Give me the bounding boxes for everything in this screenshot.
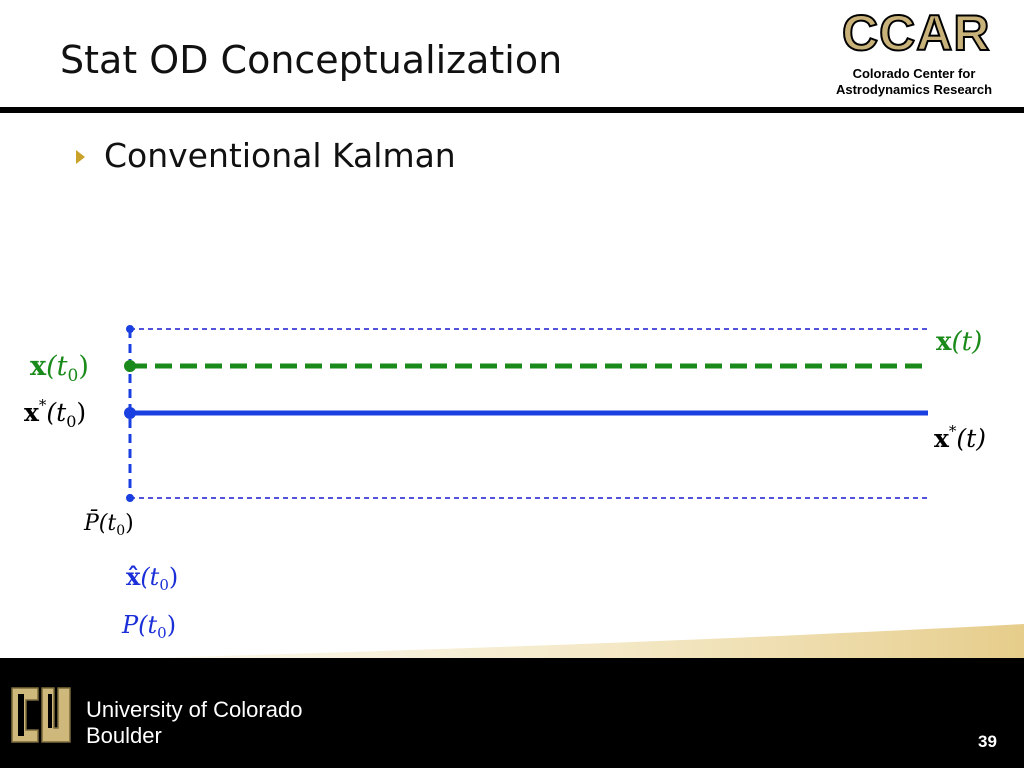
slide-title: Stat OD Conceptualization — [60, 38, 563, 82]
label-xstar-t0-bold: x — [24, 398, 40, 427]
cu-logo-icon — [11, 687, 71, 743]
ccar-subtitle-line1: Colorado Center for — [852, 66, 976, 81]
label-xstar-t0-sup: * — [39, 396, 47, 414]
cu-logo-u-inner — [48, 694, 52, 728]
university-line1: University of Colorado — [86, 697, 303, 722]
ccar-logo-subtitle: Colorado Center for Astrodynamics Resear… — [826, 66, 1002, 98]
label-pbar-t0-main: P̄(t — [83, 509, 116, 536]
ccar-logo: CCAR Colorado Center for Astrodynamics R… — [826, 5, 1006, 104]
label-x-t0: x(t0) — [30, 351, 89, 386]
label-xstar-t-bold: x — [934, 424, 950, 453]
true-state-dot — [124, 360, 136, 372]
label-x-t0-bold: x — [30, 351, 47, 382]
covariance-bottom-dot — [126, 494, 134, 502]
bullet-text: Conventional Kalman — [104, 136, 456, 175]
bullet-arrow-icon — [76, 150, 85, 164]
label-x-t0-close: ) — [78, 351, 89, 382]
label-pbar-t0-close: ) — [125, 511, 134, 536]
label-xstar-t: x*(t) — [934, 422, 986, 453]
label-p-t0-main: P(t — [121, 611, 158, 639]
label-xstar-t-rest: (t) — [956, 424, 986, 453]
cu-logo-u — [41, 687, 71, 743]
label-x-t-bold: x — [936, 327, 952, 357]
label-x-t0-rest: (t — [46, 351, 68, 382]
label-x-t0-sub: 0 — [68, 366, 79, 386]
label-p-t0: P(t0) — [121, 611, 176, 642]
label-xhat-t0-close: ) — [169, 563, 178, 591]
ccar-logo-letters: CCAR — [841, 5, 991, 61]
university-name: University of Colorado Boulder — [86, 697, 302, 749]
cu-logo-c-inner — [18, 694, 24, 736]
label-x-t-rest: (t) — [952, 327, 983, 357]
label-xhat-t0-bold: x̂ — [126, 562, 141, 591]
university-line2: Boulder — [86, 723, 162, 748]
title-divider — [0, 107, 1024, 113]
ccar-subtitle-line2: Astrodynamics Research — [835, 82, 993, 97]
label-xstar-t0: x*(t0) — [24, 396, 86, 431]
label-xstar-t0-sub: 0 — [66, 412, 76, 431]
cu-logo-c — [11, 687, 39, 743]
label-pbar-t0-sub: 0 — [116, 523, 125, 539]
label-x-t: x(t) — [936, 327, 982, 357]
footer-band — [0, 658, 1024, 768]
label-xhat-t0-rest: (t — [140, 563, 159, 591]
label-xstar-t0-rest: (t — [46, 398, 67, 427]
label-xhat-t0-sub: 0 — [159, 576, 169, 594]
label-xstar-t0-close: ) — [76, 398, 86, 427]
label-pbar-t0: P̄(t0) — [83, 509, 134, 539]
label-xhat-t0: x̂(t0) — [126, 562, 178, 594]
label-p-t0-close: ) — [167, 611, 176, 639]
covariance-top-dot — [126, 325, 134, 333]
label-p-t0-sub: 0 — [157, 624, 167, 642]
label-xstar-t-sup: * — [949, 422, 957, 440]
page-number: 39 — [978, 732, 997, 751]
kalman-diagram: x(t0) x*(t0) P̄(t0) x̂(t0) P(t0) x(t) x*… — [24, 325, 986, 642]
reference-dot — [124, 407, 136, 419]
